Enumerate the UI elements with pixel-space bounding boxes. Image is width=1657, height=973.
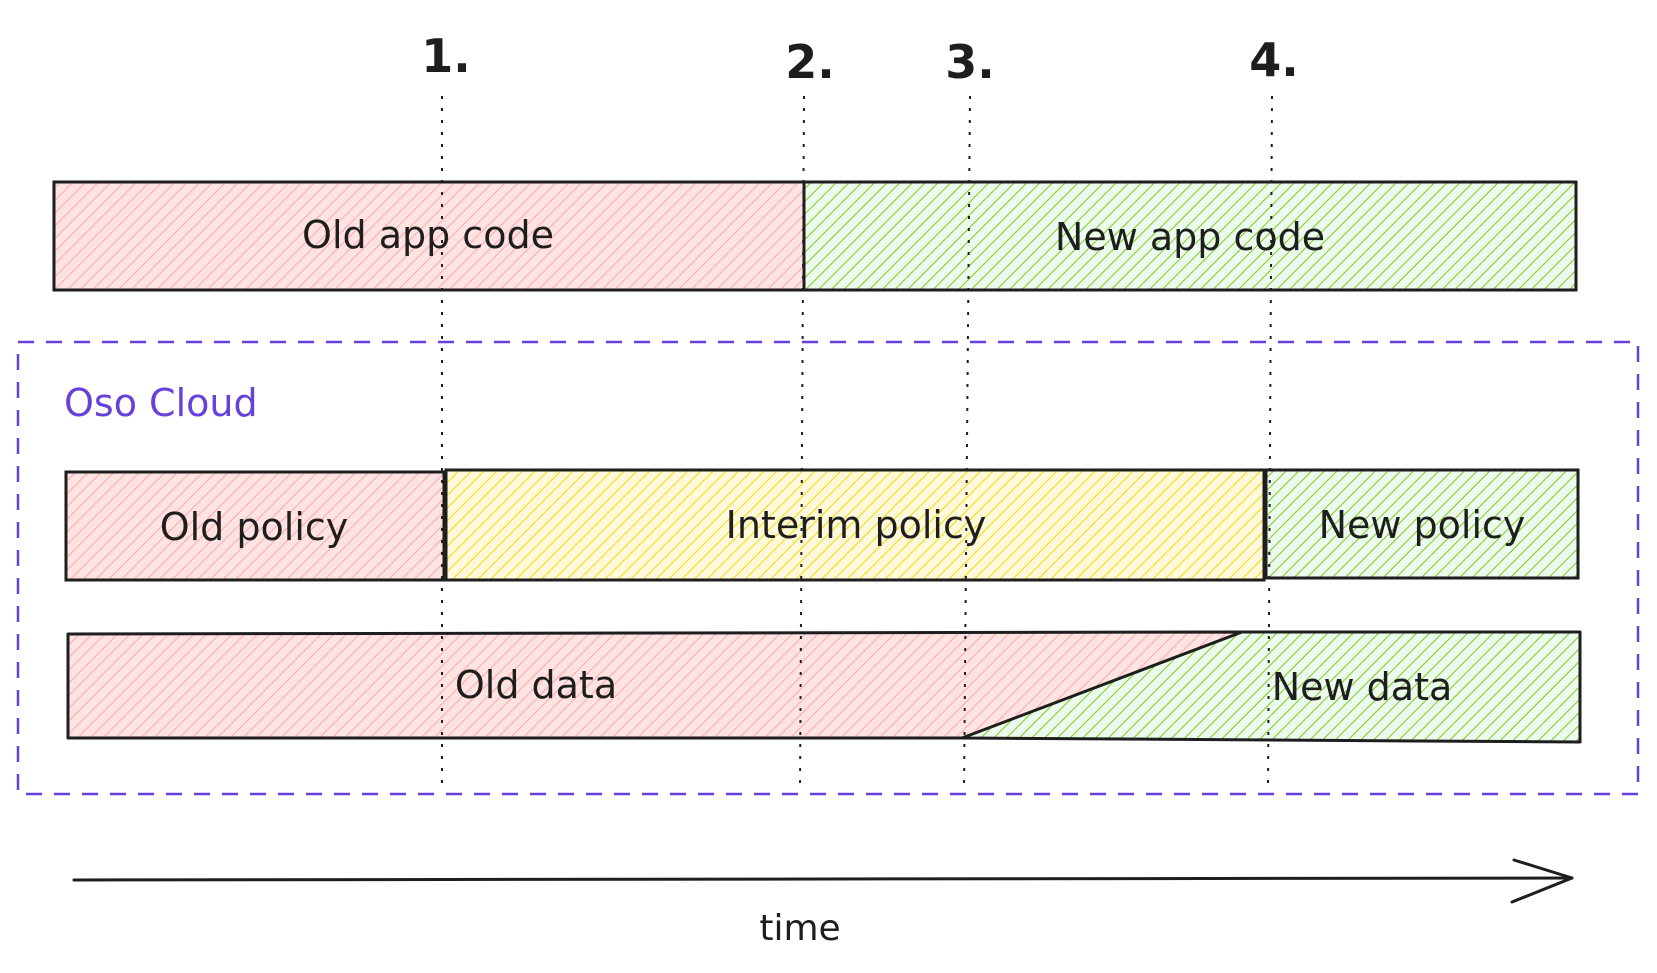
interim-policy-bar bbox=[444, 468, 1266, 582]
time-arrow-head bbox=[1510, 858, 1574, 904]
new-data-label: New data bbox=[1272, 665, 1453, 709]
new-policy-bar bbox=[1264, 468, 1580, 580]
new-app-code-bar bbox=[802, 180, 1578, 292]
old-data-label: Old data bbox=[455, 663, 617, 707]
time-arrow-shaft bbox=[72, 876, 1574, 882]
oso-cloud-group-label: Oso Cloud bbox=[64, 381, 258, 425]
new-policy-label: New policy bbox=[1319, 503, 1526, 547]
old-policy-bar bbox=[64, 470, 446, 582]
old-app-code-label: Old app code bbox=[302, 213, 554, 257]
marker-line-3 bbox=[963, 95, 971, 793]
interim-policy-label: Interim policy bbox=[726, 503, 987, 547]
old-data-bar bbox=[68, 632, 1242, 738]
marker-label-3: 3. bbox=[945, 35, 994, 89]
marker-label-2: 2. bbox=[785, 35, 834, 89]
time-axis-label: time bbox=[759, 908, 840, 949]
old-policy-label: Old policy bbox=[160, 505, 349, 549]
marker-line-2 bbox=[799, 95, 805, 793]
marker-line-4 bbox=[1267, 95, 1273, 793]
old-app-code-bar bbox=[52, 180, 806, 292]
marker-label-1: 1. bbox=[421, 29, 470, 83]
marker-label-4: 4. bbox=[1249, 33, 1298, 87]
new-app-code-label: New app code bbox=[1055, 215, 1325, 259]
new-data-bar bbox=[962, 632, 1580, 742]
data-row-outline bbox=[66, 630, 1582, 744]
